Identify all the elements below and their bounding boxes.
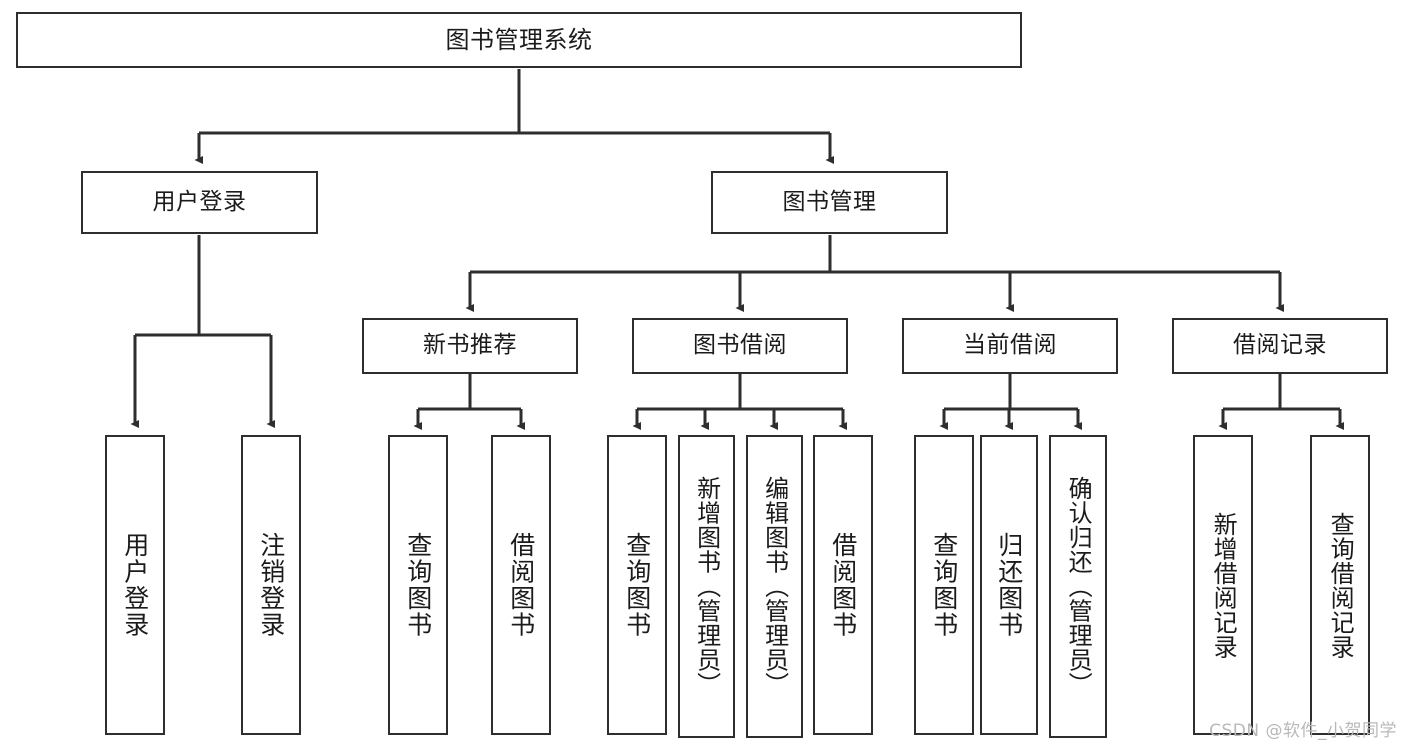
node-leaf-query-book-2-label: 查询图书: [622, 532, 652, 638]
node-leaf-query-record-label: 查询借阅记录: [1326, 511, 1355, 659]
node-root[interactable]: 图书管理系统: [16, 12, 1022, 68]
node-leaf-borrow-book-2[interactable]: 借阅图书: [813, 435, 873, 735]
node-book-borrow-label: 图书借阅: [693, 332, 787, 359]
node-leaf-logout[interactable]: 注销登录: [241, 435, 301, 735]
node-leaf-query-book-3[interactable]: 查询图书: [914, 435, 974, 735]
node-root-label: 图书管理系统: [445, 25, 593, 54]
node-leaf-user-login[interactable]: 用户登录: [105, 435, 165, 735]
node-current-borrow[interactable]: 当前借阅: [902, 318, 1118, 374]
node-book-borrow[interactable]: 图书借阅: [632, 318, 848, 374]
node-leaf-return-book-label: 归还图书: [994, 532, 1024, 638]
node-borrow-record-label: 借阅记录: [1233, 332, 1327, 359]
node-new-book-recommend-label: 新书推荐: [423, 332, 517, 359]
node-book-management[interactable]: 图书管理: [711, 171, 948, 234]
node-user-login[interactable]: 用户登录: [81, 171, 318, 234]
node-user-login-label: 用户登录: [152, 188, 247, 215]
node-borrow-record[interactable]: 借阅记录: [1172, 318, 1388, 374]
node-leaf-edit-book-label: 编辑图书（管理员）: [760, 476, 789, 697]
node-book-management-label: 图书管理: [782, 188, 877, 215]
node-leaf-query-record[interactable]: 查询借阅记录: [1310, 435, 1370, 735]
node-leaf-borrow-book-1[interactable]: 借阅图书: [491, 435, 551, 735]
node-leaf-add-record[interactable]: 新增借阅记录: [1193, 435, 1253, 735]
node-leaf-user-login-label: 用户登录: [120, 532, 150, 638]
node-leaf-query-book-1-label: 查询图书: [403, 532, 433, 638]
node-leaf-query-book-2[interactable]: 查询图书: [607, 435, 667, 735]
node-leaf-add-record-label: 新增借阅记录: [1209, 511, 1238, 659]
node-leaf-borrow-book-1-label: 借阅图书: [506, 532, 536, 638]
node-leaf-confirm-return[interactable]: 确认归还（管理员）: [1049, 435, 1107, 738]
node-leaf-confirm-return-label: 确认归还（管理员）: [1064, 476, 1093, 697]
node-leaf-add-book-label: 新增图书（管理员）: [692, 476, 721, 697]
node-leaf-query-book-3-label: 查询图书: [929, 532, 959, 638]
node-leaf-query-book-1[interactable]: 查询图书: [388, 435, 448, 735]
node-leaf-logout-label: 注销登录: [256, 532, 286, 638]
csdn-watermark: CSDN @软件_小贺同学: [1209, 721, 1397, 741]
node-leaf-add-book[interactable]: 新增图书（管理员）: [678, 435, 735, 738]
node-current-borrow-label: 当前借阅: [963, 332, 1057, 359]
node-leaf-borrow-book-2-label: 借阅图书: [828, 532, 858, 638]
node-new-book-recommend[interactable]: 新书推荐: [362, 318, 578, 374]
node-leaf-edit-book[interactable]: 编辑图书（管理员）: [746, 435, 803, 738]
node-leaf-return-book[interactable]: 归还图书: [980, 435, 1038, 735]
